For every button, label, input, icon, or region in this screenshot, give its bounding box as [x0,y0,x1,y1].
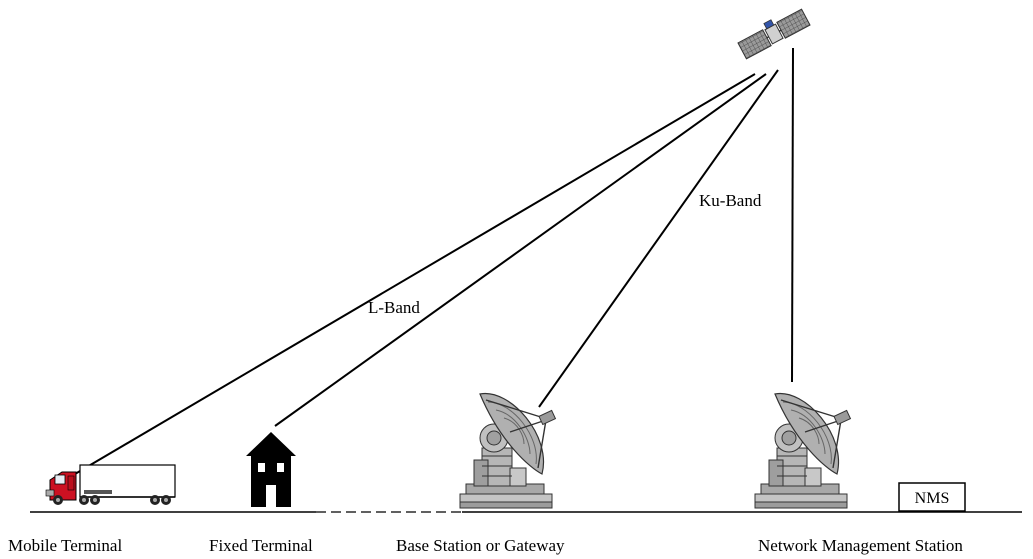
nms-box-label: NMS [915,490,950,507]
house-icon [246,432,296,507]
ku-band-label: Ku-Band [699,191,762,210]
nms-station-label: Network Management Station [758,536,963,555]
link-line-nms-station [791,47,794,383]
mobile-terminal-label: Mobile Terminal [8,536,122,555]
nms-box [898,482,966,512]
link-line-gateway [538,69,779,408]
link-line-mobile [74,73,756,475]
truck-icon [45,464,176,505]
base-station-label: Base Station or Gateway [396,536,565,555]
dish-antenna-icon [754,392,852,509]
l-band-label: L-Band [368,298,420,317]
dish-antenna-icon [459,392,557,509]
ground-gap [316,510,462,515]
fixed-terminal-label: Fixed Terminal [209,536,313,555]
link-line-fixed [274,73,767,427]
satellite-icon [737,8,811,60]
